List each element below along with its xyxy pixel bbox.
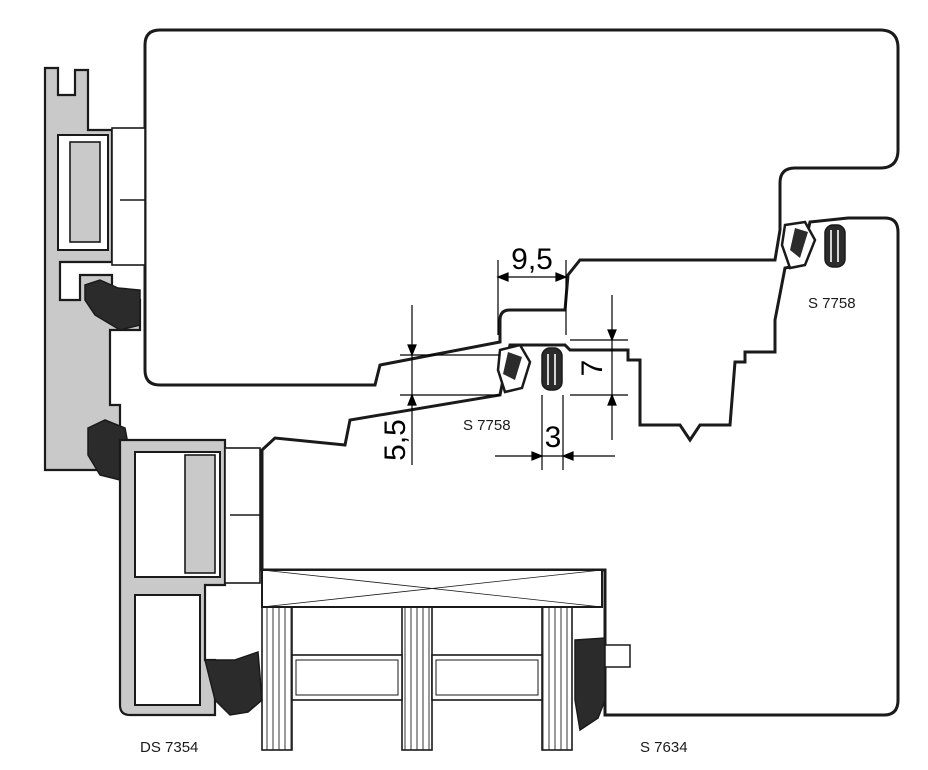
lower-aluminium-frame [118,438,261,717]
upper-sash-profile [143,28,900,387]
dim-label-7: 7 [576,360,609,377]
dim-label-5-5: 5,5 [379,419,412,461]
dim-label-3: 3 [545,421,562,454]
dimension-7 [570,295,628,440]
clip-bottom-right [604,644,631,668]
gasket-top-right [780,220,846,270]
label-s7758-top: S 7758 [808,295,856,312]
dimension-9-5 [496,260,568,335]
dimension-5-5 [400,305,500,465]
gasket-middle [496,343,563,394]
label-s7758-mid: S 7758 [463,417,511,434]
glazing-box [261,569,603,608]
gasket-bottom-right [574,637,606,732]
dimension-3 [495,395,615,470]
dim-label-9-5: 9,5 [511,243,553,276]
label-s7634: S 7634 [640,739,688,756]
gasket-lower-left [204,650,263,716]
label-ds7354: DS 7354 [140,739,198,756]
outer-aluminium-frame [43,66,146,472]
glass-panes [261,606,573,751]
gasket-left-upper [84,279,141,331]
